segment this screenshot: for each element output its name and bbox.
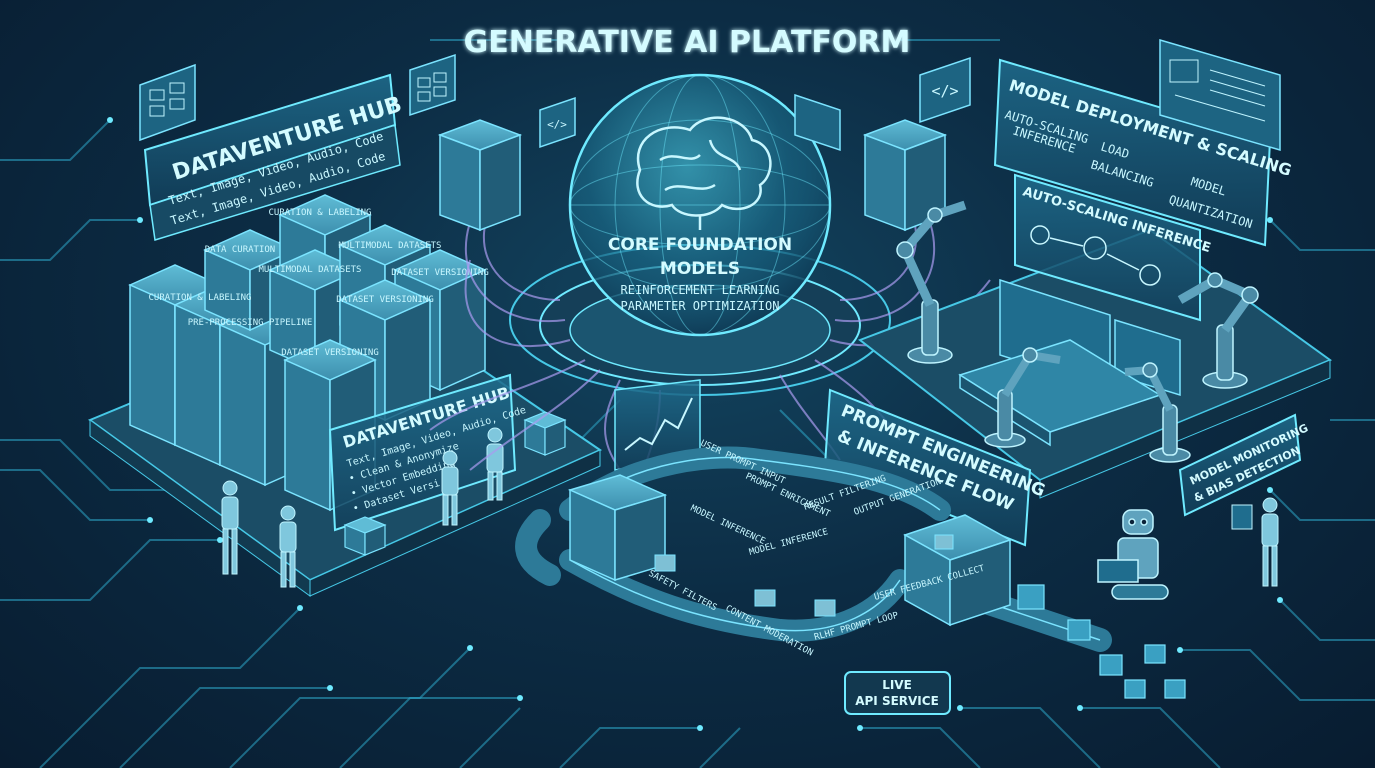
machine — [903, 514, 1012, 627]
rack-labels: DATA CURATION CURATION & LABELING MULTIM… — [149, 208, 489, 358]
rack-label: DATA CURATION — [205, 245, 275, 255]
machine — [567, 474, 668, 582]
cube-icon — [343, 516, 387, 556]
cargo-boxes — [343, 411, 567, 556]
robot-arm-icon — [1177, 272, 1259, 389]
dashboard-icon — [149, 72, 447, 117]
core-sub2: PARAMETER OPTIMIZATION — [621, 299, 780, 313]
cube-icon — [1124, 679, 1146, 699]
cube-icon — [1164, 679, 1186, 699]
cube-icon — [1144, 644, 1166, 664]
core-sphere — [568, 73, 832, 337]
rack-label: DATASET VERSIONING — [391, 268, 489, 278]
top-right-screen — [1159, 39, 1281, 151]
data-hub-top-screens — [139, 53, 456, 142]
code-icon: </> — [547, 118, 567, 131]
rack-label: MULTIMODAL DATASETS — [339, 241, 442, 251]
robot-arm-icon — [896, 200, 967, 364]
network-icon — [1030, 225, 1161, 286]
robot-icon — [1097, 509, 1169, 600]
live-api-line2: API SERVICE — [855, 694, 939, 708]
rack-label: MULTIMODAL DATASETS — [259, 265, 362, 275]
server-icon — [437, 119, 523, 232]
rack-label: DATASET VERSIONING — [336, 295, 434, 305]
server-icon — [862, 119, 948, 232]
rack-label: PRE-PROCESSING PIPELINE — [188, 318, 313, 328]
people — [221, 427, 504, 588]
core-title-line1: CORE FOUNDATION — [608, 235, 792, 255]
side-servers — [437, 119, 948, 232]
cube-stack — [1017, 584, 1186, 699]
rack-label: DATASET VERSIONING — [281, 348, 379, 358]
flow-parcels — [654, 534, 954, 617]
robot-arms — [896, 200, 1259, 463]
code-panels — [539, 56, 971, 152]
robot-arm-icon — [984, 347, 1061, 448]
cube-icon — [1099, 654, 1123, 676]
core-sub1: REINFORCEMENT LEARNING — [621, 283, 780, 297]
page-title: GENERATIVE AI PLATFORM — [464, 25, 911, 60]
chart-icon — [624, 397, 693, 451]
robot-arm-icon — [1124, 362, 1191, 463]
code-icon: </> — [931, 82, 958, 100]
server-racks — [128, 194, 487, 512]
person-icon — [486, 427, 504, 501]
rack-label: CURATION & LABELING — [269, 208, 372, 218]
core-title-line2: MODELS — [660, 259, 740, 279]
person-icon — [221, 480, 239, 575]
cube-icon — [523, 411, 567, 456]
processing-stations — [567, 474, 1012, 627]
live-api-box: LIVE API SERVICE — [844, 671, 951, 715]
brain-icon — [636, 116, 772, 230]
flow-step: MODEL INFERENCE — [689, 504, 767, 547]
person-icon — [1231, 497, 1279, 587]
live-api-line1: LIVE — [882, 678, 912, 692]
person-icon — [279, 505, 297, 588]
dashboard-icon — [1169, 59, 1266, 122]
cube-icon — [1017, 584, 1045, 610]
cube-icon — [1067, 619, 1091, 641]
rack-label: CURATION & LABELING — [149, 293, 252, 303]
person-icon — [441, 450, 459, 526]
